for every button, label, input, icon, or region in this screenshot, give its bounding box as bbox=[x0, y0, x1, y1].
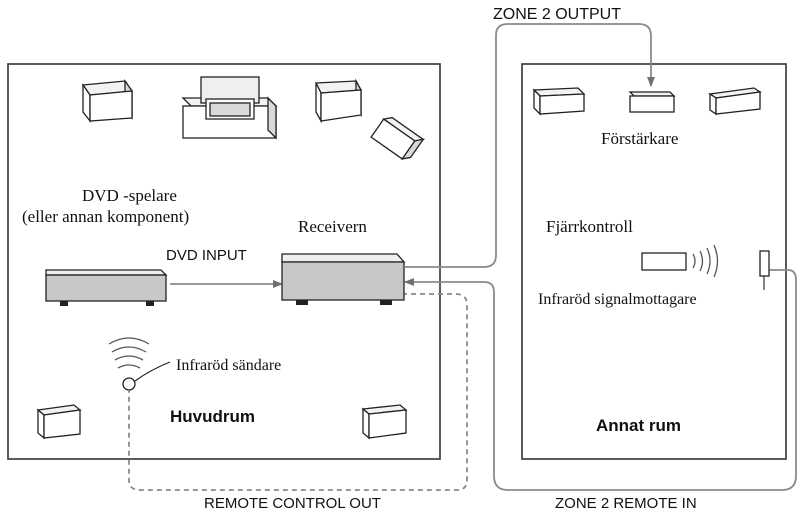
speaker-icon bbox=[532, 87, 586, 116]
ir-emitter-label: Infraröd sändare bbox=[176, 357, 281, 374]
dvd-player-label: DVD -spelare bbox=[82, 186, 177, 205]
speaker-icon bbox=[370, 116, 425, 160]
speaker-icon bbox=[81, 78, 134, 123]
remote-control-out-label: REMOTE CONTROL OUT bbox=[204, 495, 381, 512]
main-room-label: Huvudrum bbox=[170, 407, 255, 426]
zone2-remote-in-cable bbox=[404, 269, 797, 491]
speaker-icon bbox=[361, 404, 408, 440]
receiver-icon bbox=[281, 253, 406, 305]
zone2-output-cable bbox=[405, 23, 655, 268]
receiver-label: Receivern bbox=[298, 217, 367, 236]
remote-control-out-cable bbox=[128, 293, 468, 491]
ir-emitter-leader bbox=[134, 361, 171, 382]
remote-control-label: Fjärrkontroll bbox=[546, 217, 633, 236]
ir-receiver-icon bbox=[759, 250, 770, 277]
speaker-icon bbox=[314, 78, 363, 124]
zone2-output-label: ZONE 2 OUTPUT bbox=[493, 6, 621, 23]
other-component-label: (eller annan komponent) bbox=[22, 207, 189, 226]
other-room-label: Annat rum bbox=[596, 416, 681, 435]
ir-receiver-label: Infraröd signalmottagare bbox=[538, 291, 697, 308]
dvd-input-label: DVD INPUT bbox=[166, 247, 247, 264]
amplifier-label: Förstärkare bbox=[601, 129, 678, 148]
ir-emitter-icon bbox=[108, 337, 150, 391]
dvd-player-icon bbox=[45, 269, 168, 306]
speaker-icon bbox=[36, 404, 82, 440]
remote-control-icon bbox=[641, 244, 719, 278]
amplifier-icon bbox=[628, 91, 676, 113]
zone2-remote-in-label: ZONE 2 REMOTE IN bbox=[555, 495, 697, 512]
tv-icon bbox=[181, 76, 278, 140]
speaker-icon bbox=[708, 87, 762, 116]
